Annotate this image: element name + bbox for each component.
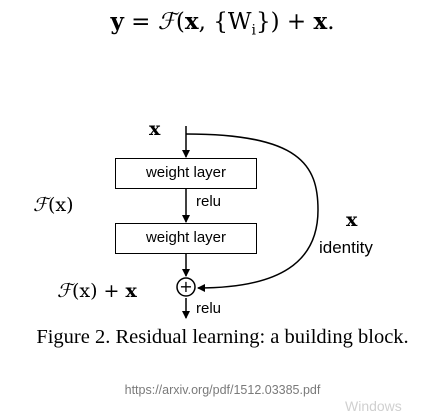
sum-func: ℱ: [57, 280, 72, 302]
sum-x: x: [125, 280, 137, 302]
watermark-text: Windows: [345, 398, 402, 414]
fx-rest: (x): [47, 194, 74, 216]
input-x-label: x: [149, 118, 160, 140]
equation-equals: =: [123, 9, 158, 35]
fx-label: ℱ(x): [33, 194, 73, 216]
skip-x-text: x: [346, 209, 358, 231]
equation-x2: x: [313, 8, 328, 35]
equation-x1: x: [184, 8, 199, 35]
identity-skip-arrow: [185, 133, 319, 292]
relu-mid-label: relu: [196, 193, 222, 210]
input-x-text: x: [149, 118, 161, 140]
sum-label: ℱ(x) + x: [57, 280, 137, 302]
residual-equation: y = ℱ(x, {Wi}) + x.: [0, 0, 445, 44]
sum-paren: (x) +: [71, 280, 126, 302]
equation-func: ℱ: [157, 9, 176, 35]
identity-label: identity: [319, 238, 373, 257]
equation-open: (: [175, 9, 185, 35]
equation-end: .: [327, 9, 335, 35]
equation-sub: i: [251, 22, 256, 39]
source-url: https://arxiv.org/pdf/1512.03385.pdf: [124, 383, 321, 397]
relu-out-label: relu: [196, 300, 222, 317]
equation-args: , {W: [198, 9, 252, 35]
equation-lhs: y: [110, 8, 124, 35]
weight-layer-2: weight layer: [115, 223, 257, 254]
fx-func: ℱ: [33, 194, 48, 216]
weight-layer-1: weight layer: [115, 158, 257, 189]
figure-caption: Figure 2. Residual learning: a building …: [36, 326, 409, 348]
plus-icon: +: [179, 277, 193, 296]
skip-x-label: x: [346, 209, 357, 231]
sum-circle: [176, 277, 196, 297]
equation-close: }) +: [255, 9, 314, 35]
